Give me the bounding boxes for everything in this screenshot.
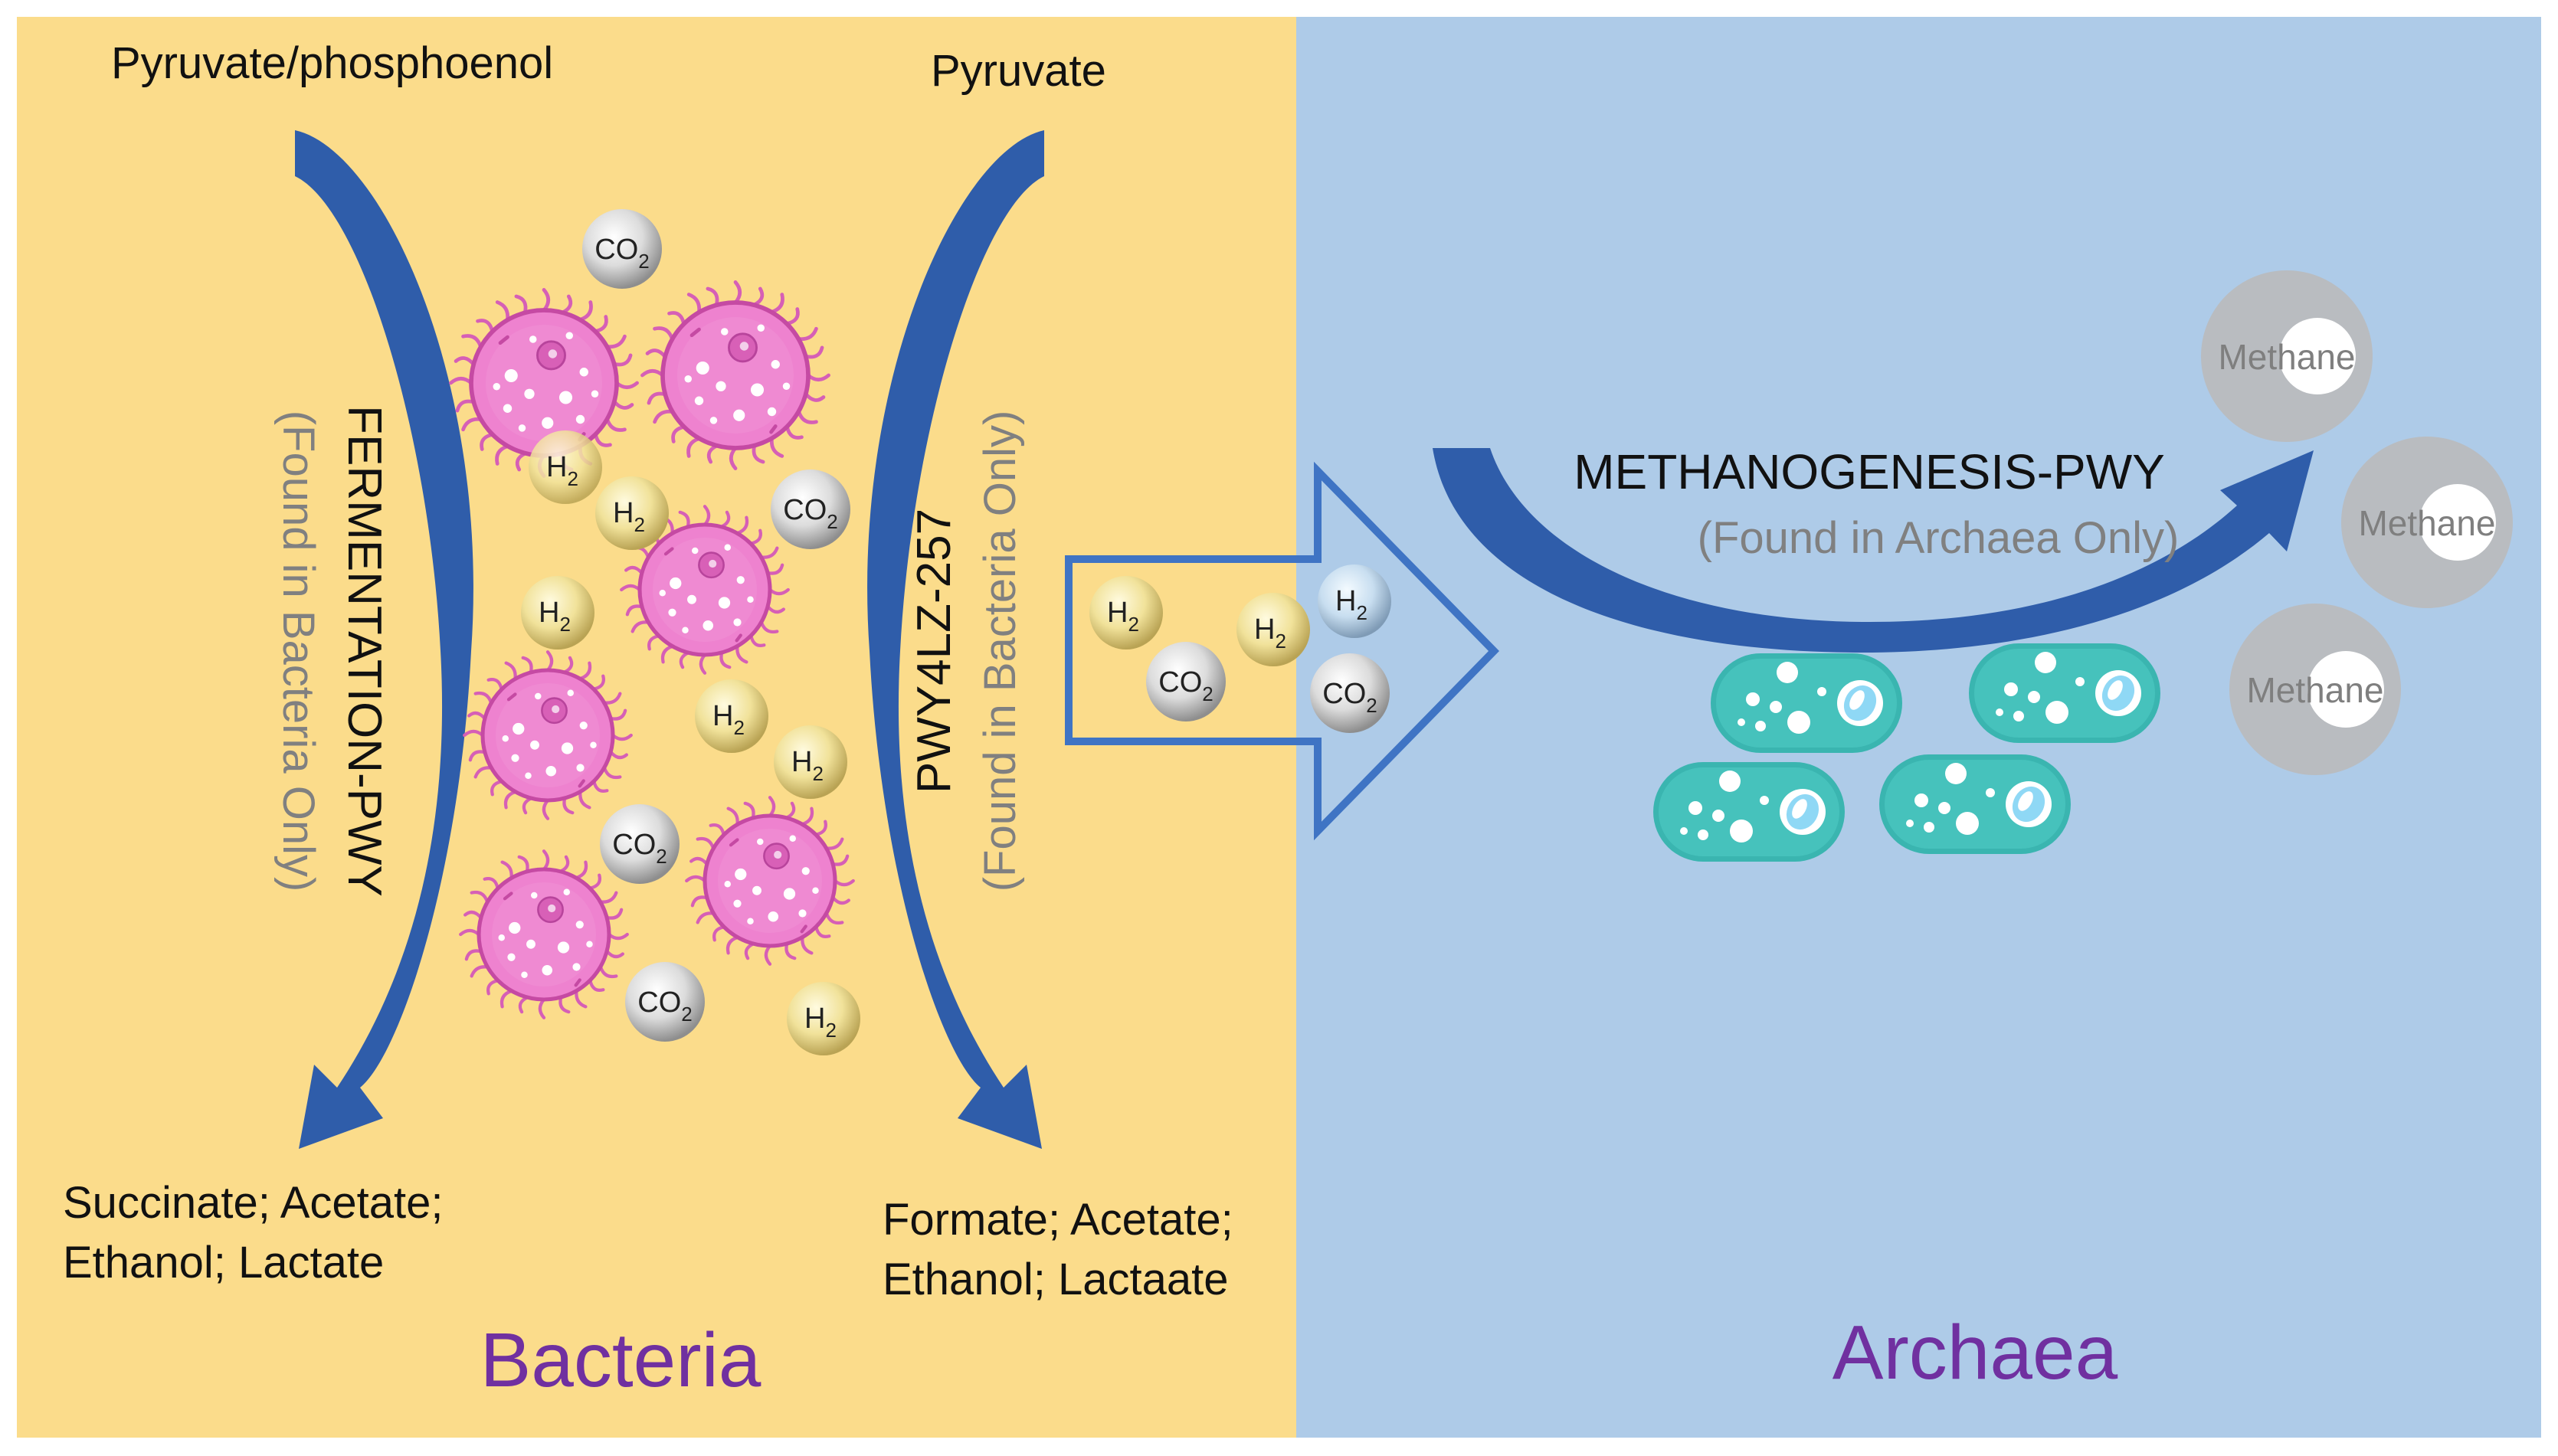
h2-molecule-icon: H2: [774, 725, 847, 799]
methane-molecule-icon: Methane: [2201, 270, 2373, 442]
pwy4lz-products-line-1: Formate; Acetate;: [883, 1195, 1233, 1245]
svg-text:H2: H2: [539, 597, 571, 636]
substrate-right-label: Pyruvate: [931, 46, 1106, 96]
co2-molecule-icon: CO2: [600, 804, 680, 884]
h2-molecule-icon: H2: [529, 430, 602, 504]
methanogenesis-curved-arrow-icon: [1433, 448, 2314, 653]
methane-molecule-icon: Methane: [2229, 604, 2401, 775]
svg-text:CO2: CO2: [1158, 666, 1213, 705]
substrate-left-label: Pyruvate/phosphoenol: [111, 38, 553, 88]
co2-molecule-icon: CO2: [1146, 642, 1226, 721]
svg-text:H2: H2: [804, 1003, 837, 1042]
methanogenesis-note-label: (Found in Archaea Only): [1698, 513, 2180, 563]
methane-molecule-icon: Methane: [2341, 437, 2513, 608]
methane-label: Methane: [2246, 670, 2383, 710]
methane-label: Methane: [2358, 503, 2495, 543]
fermentation-products-line-1: Succinate; Acetate;: [63, 1178, 444, 1228]
pwy4lz-pathway-label: PWY4LZ-257: [908, 509, 961, 793]
fermentation-note-label: (Found in Bacteria Only): [273, 411, 323, 892]
svg-text:CO2: CO2: [1322, 678, 1377, 717]
h2-molecule-icon: H2: [595, 476, 669, 550]
h2-molecule-icon: H2: [1318, 564, 1391, 638]
archaeon-icon: [1653, 762, 1845, 862]
h2-molecule-icon: H2: [1089, 576, 1163, 649]
h2-molecule-icon: H2: [787, 982, 860, 1055]
methane-label: Methane: [2218, 337, 2355, 377]
archaeon-icon: [1879, 754, 2071, 854]
h2-molecule-icon: H2: [521, 576, 594, 649]
pwy4lz-products-line-2: Ethanol; Lactaate: [883, 1255, 1228, 1304]
svg-text:H2: H2: [1335, 585, 1367, 624]
fermentation-products-line-2: Ethanol; Lactate: [63, 1238, 384, 1287]
co2-molecule-icon: CO2: [582, 209, 662, 289]
svg-text:H2: H2: [546, 451, 578, 490]
fermentation-curved-arrow-icon: [295, 130, 473, 1149]
h2-molecule-icon: H2: [695, 679, 768, 753]
svg-text:CO2: CO2: [783, 494, 837, 533]
archaea-panel-label: Archaea: [1833, 1310, 2118, 1395]
pwy4lz-note-label: (Found in Bacteria Only): [975, 411, 1025, 892]
co2-molecule-icon: CO2: [1310, 653, 1390, 733]
archaeon-icon: [1711, 653, 1902, 753]
bacteria-panel-label: Bacteria: [480, 1317, 762, 1403]
fermentation-pathway-label: FERMENTATION-PWY: [338, 405, 391, 897]
svg-text:CO2: CO2: [637, 986, 692, 1026]
methanogenesis-pathway-label: METHANOGENESIS-PWY: [1574, 444, 2165, 499]
pwy4lz-curved-arrow-icon: [867, 130, 1044, 1149]
co2-molecule-icon: CO2: [625, 962, 705, 1042]
svg-text:H2: H2: [1107, 597, 1139, 636]
svg-text:CO2: CO2: [612, 829, 667, 868]
transfer-arrow-icon: [1065, 461, 1499, 841]
archaeon-icon: [1969, 643, 2160, 743]
svg-text:H2: H2: [613, 497, 645, 536]
svg-text:H2: H2: [712, 700, 745, 739]
co2-molecule-icon: CO2: [771, 470, 850, 549]
svg-text:H2: H2: [791, 746, 824, 785]
h2-molecule-icon: H2: [1236, 593, 1310, 666]
svg-text:CO2: CO2: [594, 234, 649, 273]
svg-text:H2: H2: [1254, 613, 1286, 653]
